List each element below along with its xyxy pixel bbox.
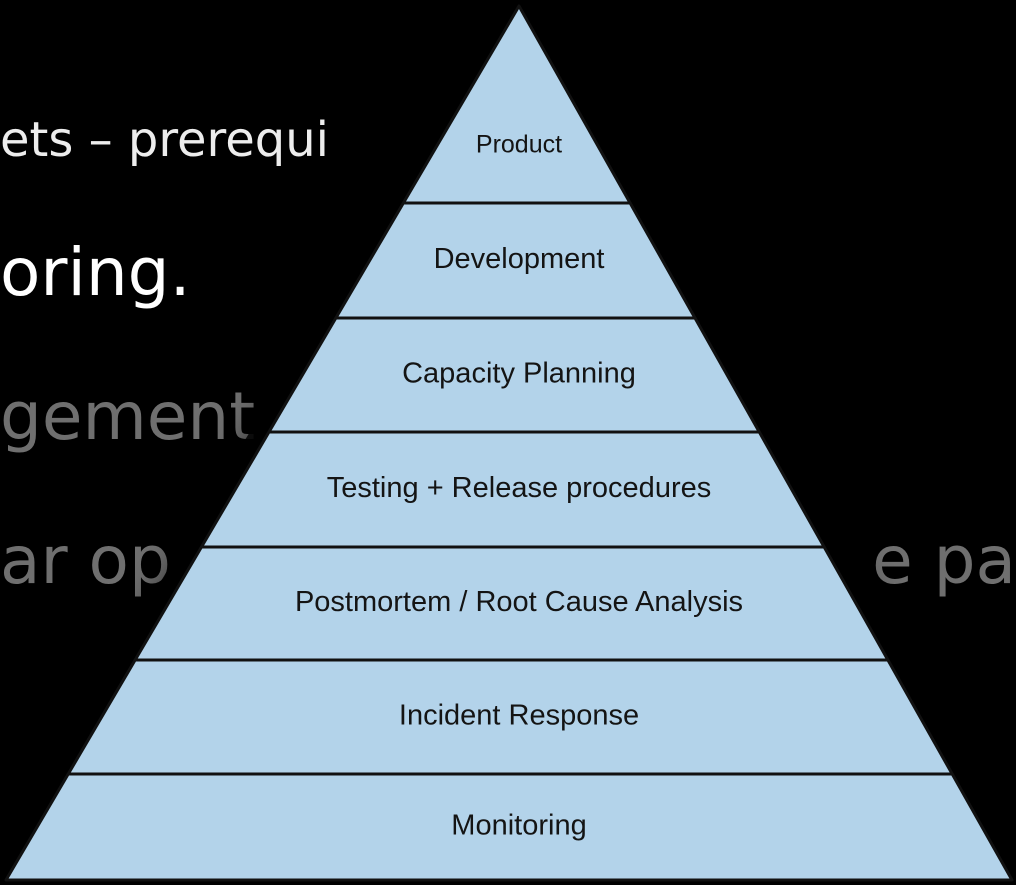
pyramid-layer-label-3: Testing + Release procedures (327, 472, 711, 504)
pyramid-layer-label-2: Capacity Planning (402, 358, 636, 390)
background-bullet-management: gement (0, 378, 256, 455)
background-bullet-right-fragment: e pa (872, 522, 1016, 599)
pyramid-layer-label-0: Product (476, 131, 562, 159)
pyramid-layer-label-4: Postmortem / Root Cause Analysis (295, 586, 743, 618)
pyramid-layer-label-6: Monitoring (451, 810, 586, 842)
background-bullet-monitoring: oring. (0, 234, 191, 311)
pyramid-layer-0 (401, 4, 632, 205)
pyramid-layer-label-5: Incident Response (399, 700, 639, 732)
pyramid-layer-6 (4, 772, 1014, 882)
background-bullet-left-fragment: ar op (0, 522, 171, 599)
pyramid-layer-label-1: Development (434, 243, 605, 275)
background-heading-text: ets – prerequi (0, 112, 329, 168)
pyramid-layers (4, 4, 1014, 882)
